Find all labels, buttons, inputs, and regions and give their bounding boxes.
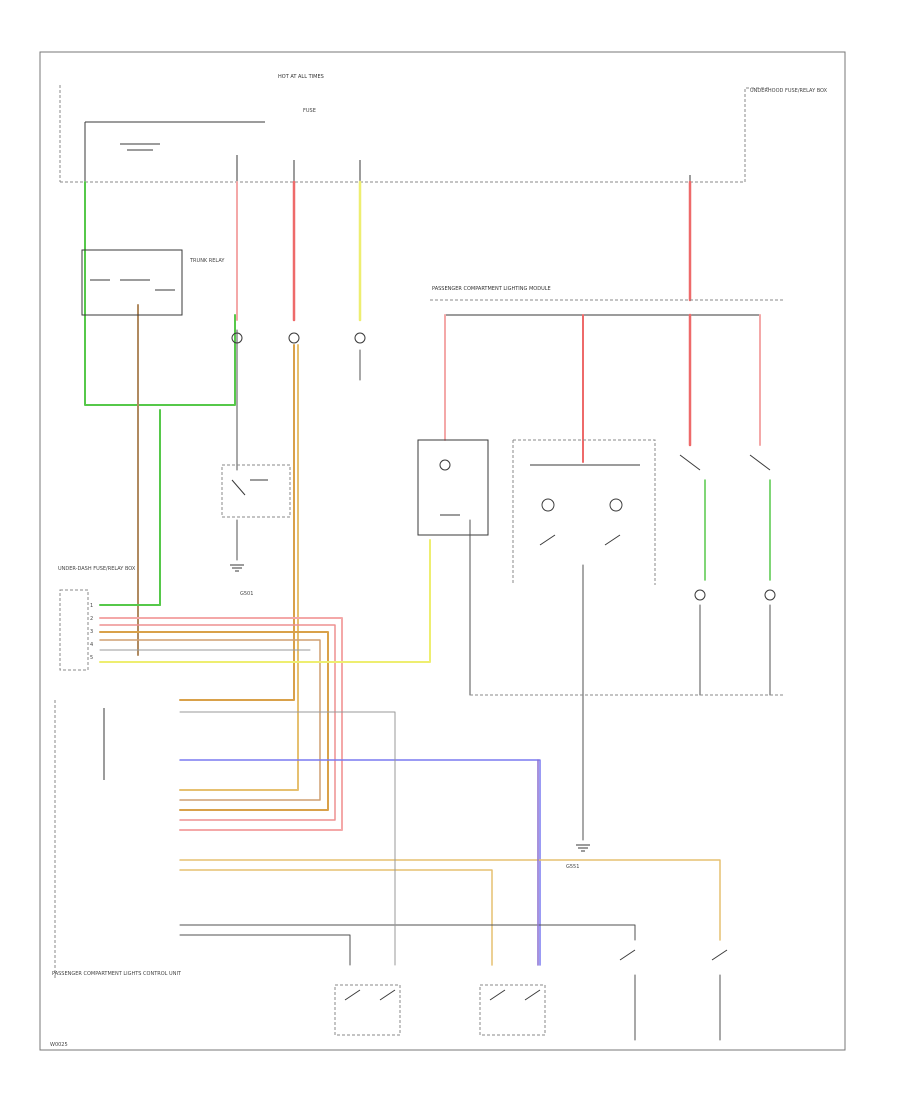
dome-light-box (512, 439, 656, 585)
connector-block-left (59, 589, 89, 671)
lower-left-label: PASSENGER COMPARTMENT LIGHTS CONTROL UNI… (52, 971, 182, 977)
svg-text:2: 2 (90, 616, 93, 622)
gray-wire (179, 711, 396, 966)
relay-left (81, 249, 183, 316)
pin2b-wire (99, 624, 336, 821)
dome-lamp-left (541, 498, 555, 512)
gold-wire-b (179, 859, 721, 941)
green-wire-left (84, 181, 236, 406)
yellow-wire-long (99, 539, 431, 663)
gold-wire-c (179, 869, 493, 966)
dome-lamp-right (609, 498, 623, 512)
footer-code: W0025 (50, 1042, 68, 1048)
switch-box-center (221, 464, 291, 518)
relay-contacts (90, 279, 175, 291)
pin4-wire (99, 639, 321, 801)
orange-wire-main (179, 344, 295, 701)
fuse-label: FUSE (303, 108, 316, 114)
passenger-module-label: PASSENGER COMPARTMENT LIGHTING MODULE (432, 286, 551, 292)
dome-switches (539, 534, 621, 546)
blue-wire (179, 759, 541, 966)
relay-left-label: TRUNK RELAY (189, 258, 225, 264)
svg-text:4: 4 (90, 642, 93, 648)
connector-pins: 1 2 3 4 5 (90, 603, 93, 661)
lower-switch-grounds (634, 974, 721, 1041)
relay-right-lamp (439, 459, 451, 471)
underhood-fuse-label: UNDERHOOD FUSE/RELAY BOX (750, 88, 828, 94)
gold-wire-a (179, 344, 299, 791)
lower-switch-row (334, 949, 728, 1036)
lamp-row (231, 332, 366, 344)
lamp-grounds-right (699, 604, 771, 696)
fuse-box-label: HOT AT ALL TIMES (278, 74, 324, 80)
svg-text:1: 1 (90, 603, 93, 609)
relay-box-right (417, 439, 489, 536)
switch-contact (231, 479, 268, 496)
ground-right-label: G551 (566, 864, 579, 870)
fuse-symbol (120, 143, 160, 151)
ground-symbol-right (576, 844, 590, 852)
courtesy-lamps-right (679, 454, 776, 601)
fuse-drops (236, 155, 691, 182)
fuse-box-outline (60, 87, 770, 183)
svg-text:3: 3 (90, 629, 93, 635)
black-wire-lower-a (179, 924, 636, 941)
ground-symbol-left (230, 564, 244, 572)
pin2-wire (99, 617, 343, 831)
hot-bus (84, 121, 265, 182)
black-wire-lower-b (179, 934, 351, 966)
under-dash-label: UNDER-DASH FUSE/RELAY BOX (58, 566, 136, 572)
diagram-border (39, 51, 846, 1051)
ground-label: G501 (240, 591, 253, 597)
pin3-wire (99, 631, 329, 811)
svg-text:5: 5 (90, 655, 93, 661)
